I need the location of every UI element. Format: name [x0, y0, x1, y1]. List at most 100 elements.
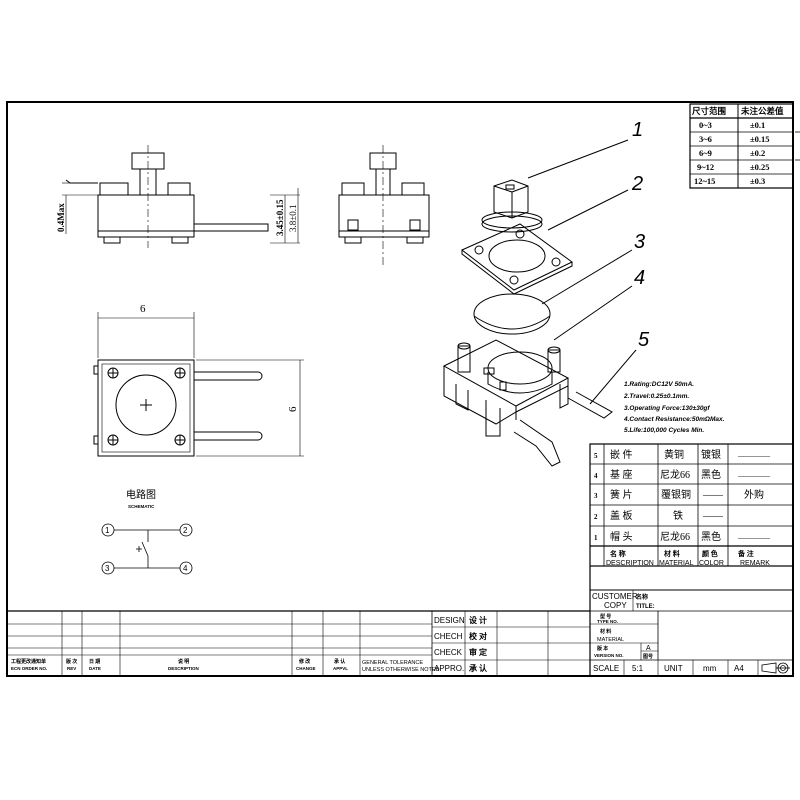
- bom-color: 黑色: [701, 530, 721, 543]
- type-en: TYPE NO.: [597, 619, 618, 624]
- material-en: MATERIAL: [597, 637, 624, 643]
- signoff-cn: 设 计: [469, 615, 487, 625]
- customer-label: CUSTOMER: [592, 592, 638, 601]
- date-cn: 日 期: [89, 658, 100, 665]
- tolerance-note-1: GENERAL TOLERANCE: [362, 660, 423, 666]
- version-note: 图号: [643, 653, 653, 660]
- tol-range: 12~15: [694, 176, 715, 186]
- bom-no: 1: [594, 534, 598, 542]
- projection-symbol-icon: [761, 662, 790, 674]
- bom-material: 铁: [673, 509, 683, 522]
- paper-size: A4: [734, 664, 744, 673]
- tol-range: 0~3: [699, 120, 712, 130]
- pin-label: 2: [183, 526, 188, 535]
- callout-1: 1: [632, 119, 643, 141]
- appd-en: APPVL: [333, 666, 348, 671]
- type-cn: 型 号: [600, 613, 611, 620]
- date-en: DATE: [89, 666, 101, 671]
- bom-name: 盖 板: [610, 509, 633, 522]
- ecn-cn: 工程更改通知单: [11, 658, 46, 665]
- callout-3: 3: [634, 231, 645, 253]
- dim-stroke: 0.4Max: [56, 203, 66, 232]
- signoff-en: APPRO.: [434, 664, 464, 673]
- note: 4.Contact Resistance:50mΩMax.: [623, 416, 725, 423]
- bom-no: 4: [594, 472, 598, 480]
- bom-header-remark-cn: 备 注: [737, 549, 754, 558]
- tol-range: 9~12: [697, 162, 714, 172]
- bom-color: ——: [702, 511, 724, 522]
- bom-no: 5: [594, 452, 598, 460]
- top-view: [93, 312, 304, 457]
- signoff-cn: 承 认: [469, 663, 488, 673]
- tol-value: ±0.1: [750, 120, 765, 130]
- version-en: VERSION NO.: [594, 653, 624, 658]
- bom-header-material-cn: 材 料: [663, 549, 680, 558]
- bom-material: 尼龙66: [660, 468, 690, 481]
- front-view: [338, 145, 430, 265]
- bom-header-name-en: DESCRIPTION: [606, 560, 654, 567]
- bom-remark: ————: [737, 471, 771, 480]
- signoff-rows: DESIGN 设 计 CHECH 校 对 CHECK 审 定 APPRO. 承 …: [434, 615, 488, 673]
- note: 1.Rating:DC12V 50mA.: [624, 381, 694, 388]
- bom-header-material-en: MATERIAL: [659, 560, 694, 567]
- bom-color: 黑色: [701, 468, 721, 481]
- exploded-view: [442, 139, 637, 467]
- rev-en: REV: [67, 666, 76, 671]
- title-block: [589, 566, 793, 676]
- schematic-title-en: SCHEMATIC: [128, 504, 155, 509]
- tol-range: 3~6: [699, 134, 712, 144]
- tol-value: ±0.15: [750, 134, 770, 144]
- signoff-en: CHECK: [434, 648, 463, 657]
- sheet-border: [6, 101, 794, 677]
- tol-value: ±0.25: [750, 162, 770, 172]
- schematic: 电路图 SCHEMATIC 1 2 3 4: [101, 488, 193, 575]
- dim-width: 6: [140, 303, 146, 315]
- copy-label: COPY: [604, 601, 627, 610]
- bom-header-color-en: COLOR: [699, 560, 724, 567]
- bom-color: ——: [702, 490, 724, 501]
- bom-no: 2: [594, 513, 598, 521]
- tolerance-note-2: UNLESS OTHERWISE NOTED: [362, 667, 440, 673]
- callout-4: 4: [634, 267, 645, 289]
- bom-name: 嵌 件: [610, 449, 633, 461]
- bom-material: 覆银铜: [661, 488, 691, 501]
- signoff-cn: 审 定: [469, 647, 487, 657]
- revision-headers: 工程更改通知单 ECN ORDER NO. 版 次 REV 日 期 DATE 说…: [11, 658, 440, 673]
- spec-notes: 1.Rating:DC12V 50mA. 2.Travel:0.25±0.1mm…: [623, 381, 725, 434]
- bom-header-remark-en: REMARK: [740, 560, 770, 567]
- ecn-en: ECN ORDER NO.: [11, 666, 47, 671]
- tol-range: 6~9: [699, 148, 712, 158]
- pin-label: 1: [105, 526, 110, 535]
- dim-depth: 6: [287, 406, 299, 412]
- note: 3.Operating Force:130±30gf: [624, 405, 710, 412]
- callout-5: 5: [638, 329, 650, 351]
- bom-name: 簧 片: [610, 488, 633, 501]
- bom-no: 3: [594, 492, 598, 500]
- title-en: TITLE:: [636, 604, 655, 610]
- desc-en: DESCRIPTION: [168, 666, 199, 671]
- tolerance-table: 尺寸范围 未注公差值 0~3 ±0.1 3~6 ±0.15 6~9 ±0.2 9…: [689, 103, 800, 189]
- customer-cn: 名称: [636, 593, 648, 601]
- unit-label: UNIT: [664, 664, 683, 673]
- schematic-title-cn: 电路图: [126, 488, 156, 501]
- bom-table: [589, 443, 794, 591]
- bom-color: 镀银: [701, 448, 721, 461]
- bom-header-color-cn: 颜 色: [702, 549, 718, 558]
- tol-header-value: 未注公差值: [740, 106, 784, 116]
- pin-label: 3: [105, 564, 110, 573]
- tol-value: ±0.2: [750, 148, 765, 158]
- bom-material: 尼龙66: [660, 530, 690, 543]
- note: 5.Life:100,000 Cycles Min.: [624, 427, 704, 434]
- bom-remark: ————: [737, 533, 771, 542]
- bom-remark: 外购: [744, 488, 764, 501]
- dim-height-2: 3.8±0.1: [288, 205, 298, 232]
- bom-header-name-cn: 名 称: [610, 549, 626, 558]
- note: 2.Travel:0.25±0.1mm.: [623, 393, 689, 400]
- material-cn: 材 料: [600, 628, 611, 635]
- bom-remark: ————: [737, 451, 771, 460]
- unit-value: mm: [703, 664, 717, 673]
- callout-2: 2: [631, 173, 643, 195]
- signoff-en: DESIGN: [434, 616, 465, 625]
- bom-name: 基 座: [610, 468, 633, 481]
- rev-cn: 版 次: [66, 658, 77, 665]
